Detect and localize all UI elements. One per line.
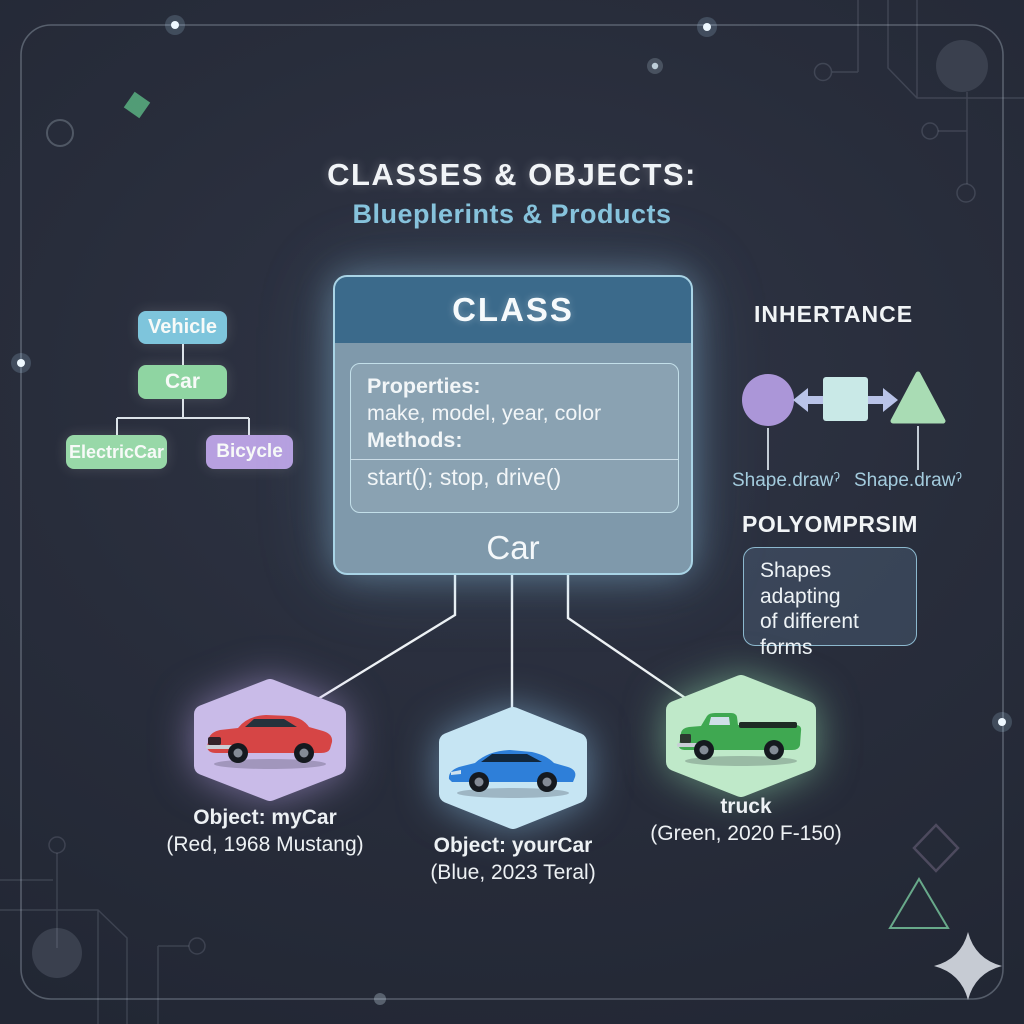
tree-node-label: Bicycle [216, 441, 283, 462]
triangle-outline-decor [888, 877, 950, 929]
tree-node-label: ElectricCar [68, 441, 165, 462]
inheritance-shapes-diagram [742, 371, 946, 470]
filled-circle-decor [936, 40, 988, 92]
class-box: CLASS Properties: make, model, year, col… [333, 275, 693, 575]
circuit-decoration-top-right [813, 0, 1024, 203]
object-name: truck [720, 795, 772, 818]
class-instance-name: Car [486, 529, 540, 566]
object-label-mycar: Object: myCar (Red, 1968 Mustang) [140, 806, 390, 857]
frame-border [20, 24, 1004, 1000]
caption-stem-lines [767, 426, 919, 470]
polymorphism-description: Shapes adapting of different forms [760, 559, 859, 659]
green-diamond-decor [123, 91, 151, 119]
arrow-right-icon [868, 388, 898, 412]
inheritance-title: INHERTANCE [754, 301, 914, 327]
tree-node-label: Vehicle [148, 316, 217, 338]
shape-draw-caption-left: Shape.drawˀ [731, 470, 841, 491]
object-name: Object: myCar [193, 806, 337, 829]
tree-node-car: Car [138, 365, 227, 399]
shape-draw-caption-right: Shape.drawˀ [853, 470, 963, 491]
inheritance-circle-shape [742, 374, 794, 426]
object-details: (Green, 2020 F-150) [650, 822, 842, 845]
polymorphism-title: POLYOMPRSIM [742, 511, 918, 537]
green-pickup-truck-illustration [677, 713, 802, 766]
object-name: Object: yourCar [433, 834, 593, 857]
class-members-panel: Properties: make, model, year, color Met… [350, 363, 679, 513]
circle-outline-decor [46, 119, 74, 147]
title-block: CLASSES & OBJECTS: Blueplerints & Produc… [0, 157, 1024, 230]
filled-circle-decor [32, 928, 82, 978]
tree-node-electriccar: ElectricCar [66, 435, 167, 469]
methods-label: Methods: [367, 428, 463, 452]
class-box-header: CLASS [335, 277, 691, 343]
diamond-outline-decor [912, 823, 960, 873]
properties-value: make, model, year, color [367, 401, 602, 425]
methods-value: start(); stop, drive() [367, 464, 562, 490]
tree-node-bicycle: Bicycle [206, 435, 293, 469]
polymorphism-box: Shapes adapting of different forms [743, 547, 917, 659]
object-details: (Blue, 2023 Teral) [430, 861, 596, 884]
inheritance-triangle-shape [890, 371, 946, 424]
blue-sedan-illustration [448, 750, 576, 798]
class-instance-connector-lines [312, 575, 698, 716]
divider [351, 459, 678, 460]
object-label-truck: truck (Green, 2020 F-150) [621, 795, 871, 846]
red-classic-car-illustration [206, 715, 333, 769]
page-title: CLASSES & OBJECTS: [327, 157, 697, 192]
object-details: (Red, 1968 Mustang) [166, 833, 364, 856]
properties-label: Properties: [367, 374, 481, 398]
tree-node-vehicle: Vehicle [138, 311, 227, 344]
glow-dots [11, 15, 1012, 1005]
sparkle-icon [934, 932, 1002, 1000]
inheritance-square-shape [823, 377, 868, 421]
tree-node-label: Car [164, 370, 201, 393]
object-label-yourcar: Object: yourCar (Blue, 2023 Teral) [388, 834, 638, 885]
arrow-left-icon [793, 388, 823, 412]
hierarchy-connector-lines [116, 343, 250, 436]
page-subtitle: Blueplerints & Products [352, 199, 672, 229]
circuit-decoration-bottom-left [0, 836, 206, 1024]
